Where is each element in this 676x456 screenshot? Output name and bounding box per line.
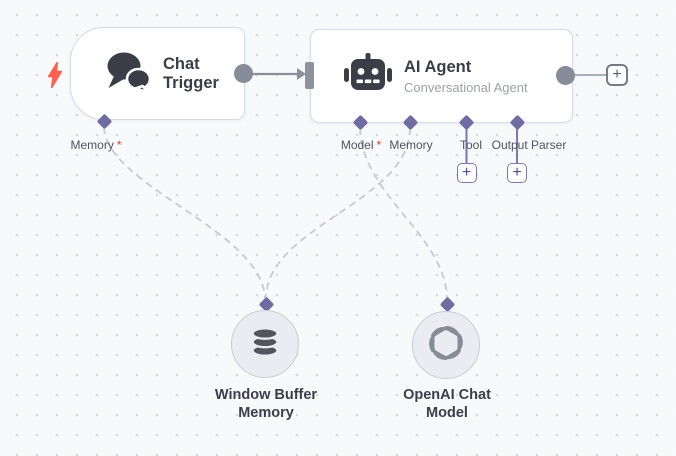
robot-icon	[344, 53, 392, 99]
node-subtitle: Conversational Agent	[404, 79, 528, 95]
required-asterisk: *	[376, 138, 382, 152]
port-label-model: Model*	[340, 138, 382, 152]
add-next-node-button[interactable]: +	[606, 64, 628, 86]
node-title: Chat Trigger	[163, 54, 219, 92]
connection-aiagent-model-to-openaichatmodel[interactable]	[359, 127, 448, 299]
connection-arrowhead	[297, 68, 306, 80]
openai-logo-icon	[427, 324, 465, 367]
connection-aiagent-memory-to-windowbuffermemory[interactable]	[265, 127, 411, 299]
trigger-lightning-icon	[47, 61, 63, 93]
node-title: AI Agent	[404, 57, 472, 76]
connection-chattrigger-memory-to-windowbuffermemory[interactable]	[103, 126, 266, 299]
port-label-memory-chattrigger: Memory*	[70, 138, 122, 152]
node-ai-agent[interactable]: AI Agent Conversational Agent	[310, 29, 573, 123]
node-window-buffer-memory[interactable]	[231, 310, 299, 378]
plus-icon: +	[612, 66, 622, 83]
add-output-parser-button[interactable]: +	[507, 163, 527, 183]
database-icon	[248, 325, 282, 364]
node-label-window-buffer-memory: Window Buffer Memory	[214, 387, 318, 421]
aiagent-output-connector[interactable]	[555, 65, 575, 85]
chattrigger-output-connector[interactable]	[233, 63, 253, 83]
port-label-memory: Memory	[389, 138, 433, 152]
node-label-openai-chat-model: OpenAI Chat Model	[403, 387, 491, 421]
plus-icon: +	[461, 164, 472, 181]
port-label-tool: Tool	[459, 138, 483, 152]
required-asterisk: *	[116, 138, 122, 152]
node-chat-trigger[interactable]: Chat Trigger	[70, 27, 245, 120]
port-label-output-parser: Output Parser	[491, 138, 567, 152]
plus-icon: +	[512, 164, 522, 181]
chat-bubbles-icon	[105, 51, 153, 97]
aiagent-main-input-connector[interactable]	[305, 62, 314, 89]
node-openai-chat-model[interactable]	[412, 311, 480, 379]
add-tool-button[interactable]: +	[456, 163, 477, 183]
